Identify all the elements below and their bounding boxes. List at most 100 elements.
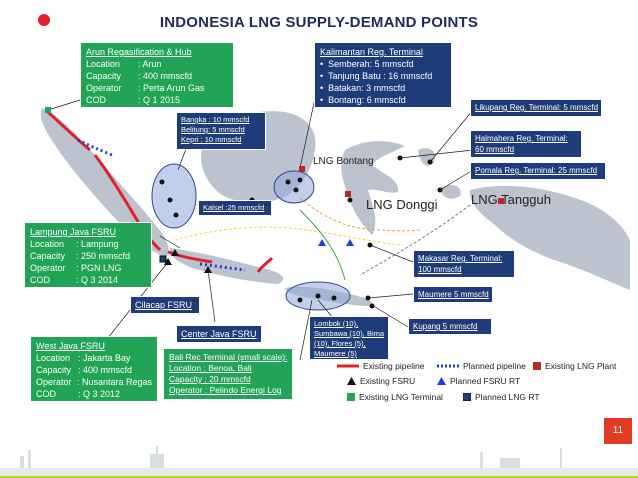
kalimantan-heading: Kalimantan Reg. Terminal xyxy=(320,47,423,57)
lombok-info-box: Lombok (10), Sumbawa (10), Bima (10), Fl… xyxy=(309,316,389,360)
lombok-line: (10), Flores (5), xyxy=(314,339,366,348)
kupang-text: Kupang 5 mmscfd xyxy=(413,322,478,331)
field-key: Capacity xyxy=(86,71,122,81)
field-key: Capacity xyxy=(36,365,72,375)
field-key: Location xyxy=(30,239,65,249)
lng-tangguh-label: LNG Tangguh xyxy=(471,192,551,207)
list-item-text: Batakan: 3 mmscfd xyxy=(328,83,406,93)
kalimantan-info-box: Kalimantan Reg. Terminal • Semberah: 5 m… xyxy=(314,42,452,108)
list-item: • Bontang: 6 mmscfd xyxy=(320,95,406,105)
kupang-label-box: Kupang 5 mmscfd xyxy=(408,318,492,335)
field-key: Operator xyxy=(30,263,66,273)
map-legend: Existing pipeline Planned pipeline Exist… xyxy=(337,361,616,411)
legend-label: Planned pipeline xyxy=(463,361,526,371)
red-line-icon xyxy=(337,364,359,368)
field-key: Operator xyxy=(36,377,72,387)
field-value: : PGN LNG xyxy=(76,263,122,273)
black-triangle-icon xyxy=(347,377,356,385)
existing-pipeline-java xyxy=(167,250,274,273)
field-value: : 400 mmscfd xyxy=(78,365,133,375)
planned-fsru-markers xyxy=(318,239,354,246)
field-key: COD xyxy=(36,389,56,399)
papua-island xyxy=(469,185,630,290)
arun-row: COD: Q 1 2015 xyxy=(86,94,228,106)
cilacap-text: Cilacap FSRU xyxy=(135,300,193,310)
existing-lng-terminal-marker xyxy=(45,107,51,113)
field-key: Location xyxy=(36,353,71,363)
lampung-row: COD: Q 3 2014 xyxy=(30,274,146,286)
field-value: : 400 mmscfd xyxy=(138,71,193,81)
supply-route-1 xyxy=(299,197,421,232)
legend-existing-pipeline: Existing pipeline xyxy=(337,361,424,371)
legend-planned-pipeline: Planned pipeline xyxy=(437,361,526,371)
lampung-heading: Lampung Java FSRU xyxy=(30,227,117,237)
bangka-line: Kepri : 10 mmscfd xyxy=(181,135,242,144)
bangka-line: Belitung: 5 mmscfd xyxy=(181,125,245,134)
legend-label: Existing pipeline xyxy=(363,361,425,371)
page-title: INDONESIA LNG SUPPLY-DEMAND POINTS xyxy=(159,14,479,31)
legend-label: Planned FSRU RT xyxy=(450,376,521,386)
lng-bontang-label: LNG Bontang xyxy=(313,156,374,167)
bali-heading: Bali Rec Terminal (small scale): xyxy=(169,352,288,362)
arun-row: Location: Arun xyxy=(86,58,228,70)
lombok-line: Maumere (5) xyxy=(314,349,357,358)
field-key: Capacity xyxy=(30,251,66,261)
page-number-badge: 11 xyxy=(604,418,632,444)
legend-label: Planned LNG RT xyxy=(475,392,540,402)
legend-planned-lng-rt: Planned LNG RT xyxy=(463,392,540,402)
legend-existing-lng-terminal: Existing LNG Terminal xyxy=(347,392,443,402)
list-item: • Tanjung Batu : 16 mmscfd xyxy=(320,71,433,81)
field-value: : Perta Arun Gas xyxy=(138,83,205,93)
bangka-line: Bangka : 10 mmscfd xyxy=(181,115,250,124)
halmahera-line: 60 mmscfd xyxy=(475,145,515,154)
field-value: : Nusantara Regas xyxy=(76,377,152,387)
list-item-text: Semberah: 5 mmscfd xyxy=(328,59,414,69)
navy-square-icon xyxy=(463,393,471,401)
lampung-row: Operator : PGN LNG xyxy=(30,262,146,274)
bali-info-box: Bali Rec Terminal (small scale): Locatio… xyxy=(163,348,293,400)
center-java-label-box: Center Java FSRU xyxy=(176,325,262,343)
lampung-row: Location : Lampung xyxy=(30,238,146,250)
legend-planned-fsru-rt: Planned FSRU RT xyxy=(437,376,520,386)
field-value: : Q 3 2012 xyxy=(78,389,121,399)
supply-route-4 xyxy=(359,204,471,276)
field-value: : Arun xyxy=(138,59,162,69)
field-value: : 250 mmscfd xyxy=(76,251,131,261)
west-java-row: COD : Q 3 2012 xyxy=(36,388,152,400)
maumere-label-box: Maumere 5 mmscfd xyxy=(413,286,493,303)
bangka-area-ellipse xyxy=(151,163,197,229)
supply-route-2 xyxy=(174,226,401,246)
halmahera-line: Halmahera Reg. Terminal: xyxy=(475,134,568,143)
west-java-row: Location : Jakarta Bay xyxy=(36,352,152,364)
bali-line: Location : Benoa, Bali xyxy=(169,363,252,373)
bali-line: Capacity : 20 mmscfd xyxy=(169,374,251,384)
makasar-label-box: Makasar Reg. Terminal: 100 mmscfd xyxy=(413,250,515,278)
list-item: • Semberah: 5 mmscfd xyxy=(320,59,414,69)
halmahera-label-box: Halmahera Reg. Terminal: 60 mmscfd xyxy=(470,130,582,158)
maumere-text: Maumere 5 mmscfd xyxy=(418,290,489,299)
lng-donggi-label: LNG Donggi xyxy=(366,197,438,212)
kalsel-label-box: Kalsel :25 mmscfd xyxy=(198,200,272,216)
planned-lng-rt-marker xyxy=(159,255,167,263)
pomala-text: Pomala Reg. Terminal: 25 mmscfd xyxy=(475,166,598,175)
kalsel-text: Kalsel :25 mmscfd xyxy=(203,203,265,212)
makasar-line: Makasar Reg. Terminal: xyxy=(418,254,503,263)
list-item-text: Tanjung Batu : 16 mmscfd xyxy=(328,71,433,81)
arun-row: Operator : Perta Arun Gas xyxy=(86,82,228,94)
west-java-row: Operator : Nusantara Regas xyxy=(36,376,152,388)
legend-label: Existing FSRU xyxy=(360,376,416,386)
list-item-text: Bontang: 6 mmscfd xyxy=(328,95,406,105)
planned-pipeline-java xyxy=(199,262,246,272)
field-key: Operator xyxy=(86,83,122,93)
blue-triangle-icon xyxy=(437,377,446,385)
arun-heading: Arun Regasification & Hub xyxy=(86,47,192,57)
likupang-label-box: Likupang Reg. Terminal: 5 mmscfd xyxy=(470,99,602,117)
legend-existing-lng-plant: Existing LNG Plant xyxy=(533,361,616,371)
field-value: : Jakarta Bay xyxy=(78,353,131,363)
west-java-row: Capacity : 400 mmscfd xyxy=(36,364,152,376)
logo-dot-icon xyxy=(38,14,50,26)
supply-route-3 xyxy=(299,209,346,281)
field-value: : Lampung xyxy=(76,239,119,249)
arun-row: Capacity : 400 mmscfd xyxy=(86,70,228,82)
arun-info-box: Arun Regasification & Hub Location: Arun… xyxy=(80,42,234,108)
